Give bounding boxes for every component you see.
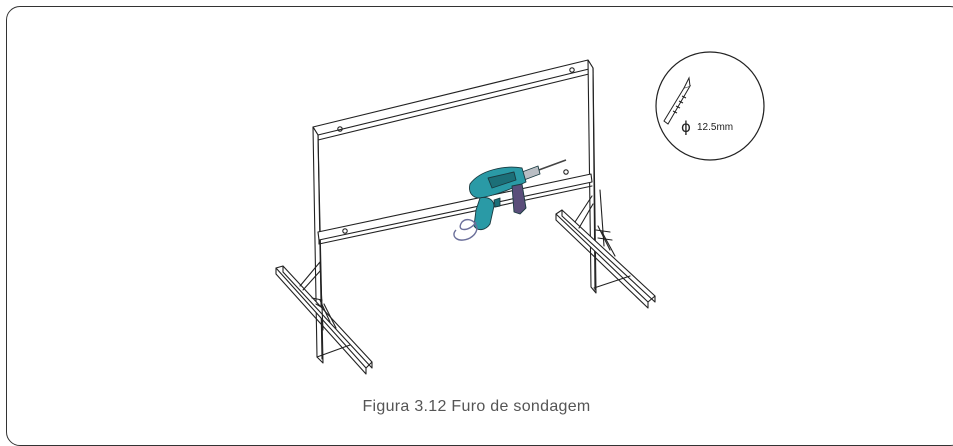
figure-illustration: ɸ 12.5mm [275,51,765,375]
figure-caption: Figura 3.12 Furo de sondagem [362,398,591,415]
diameter-label: 12.5mm [697,122,733,133]
diameter-symbol: ɸ [681,118,691,136]
mounting-frame [312,59,597,364]
drill-icon [453,159,567,241]
left-leg [275,261,373,375]
drill-bit-detail: ɸ 12.5mm [655,51,765,161]
right-leg [555,189,656,309]
drill-bit-icon [663,76,692,125]
